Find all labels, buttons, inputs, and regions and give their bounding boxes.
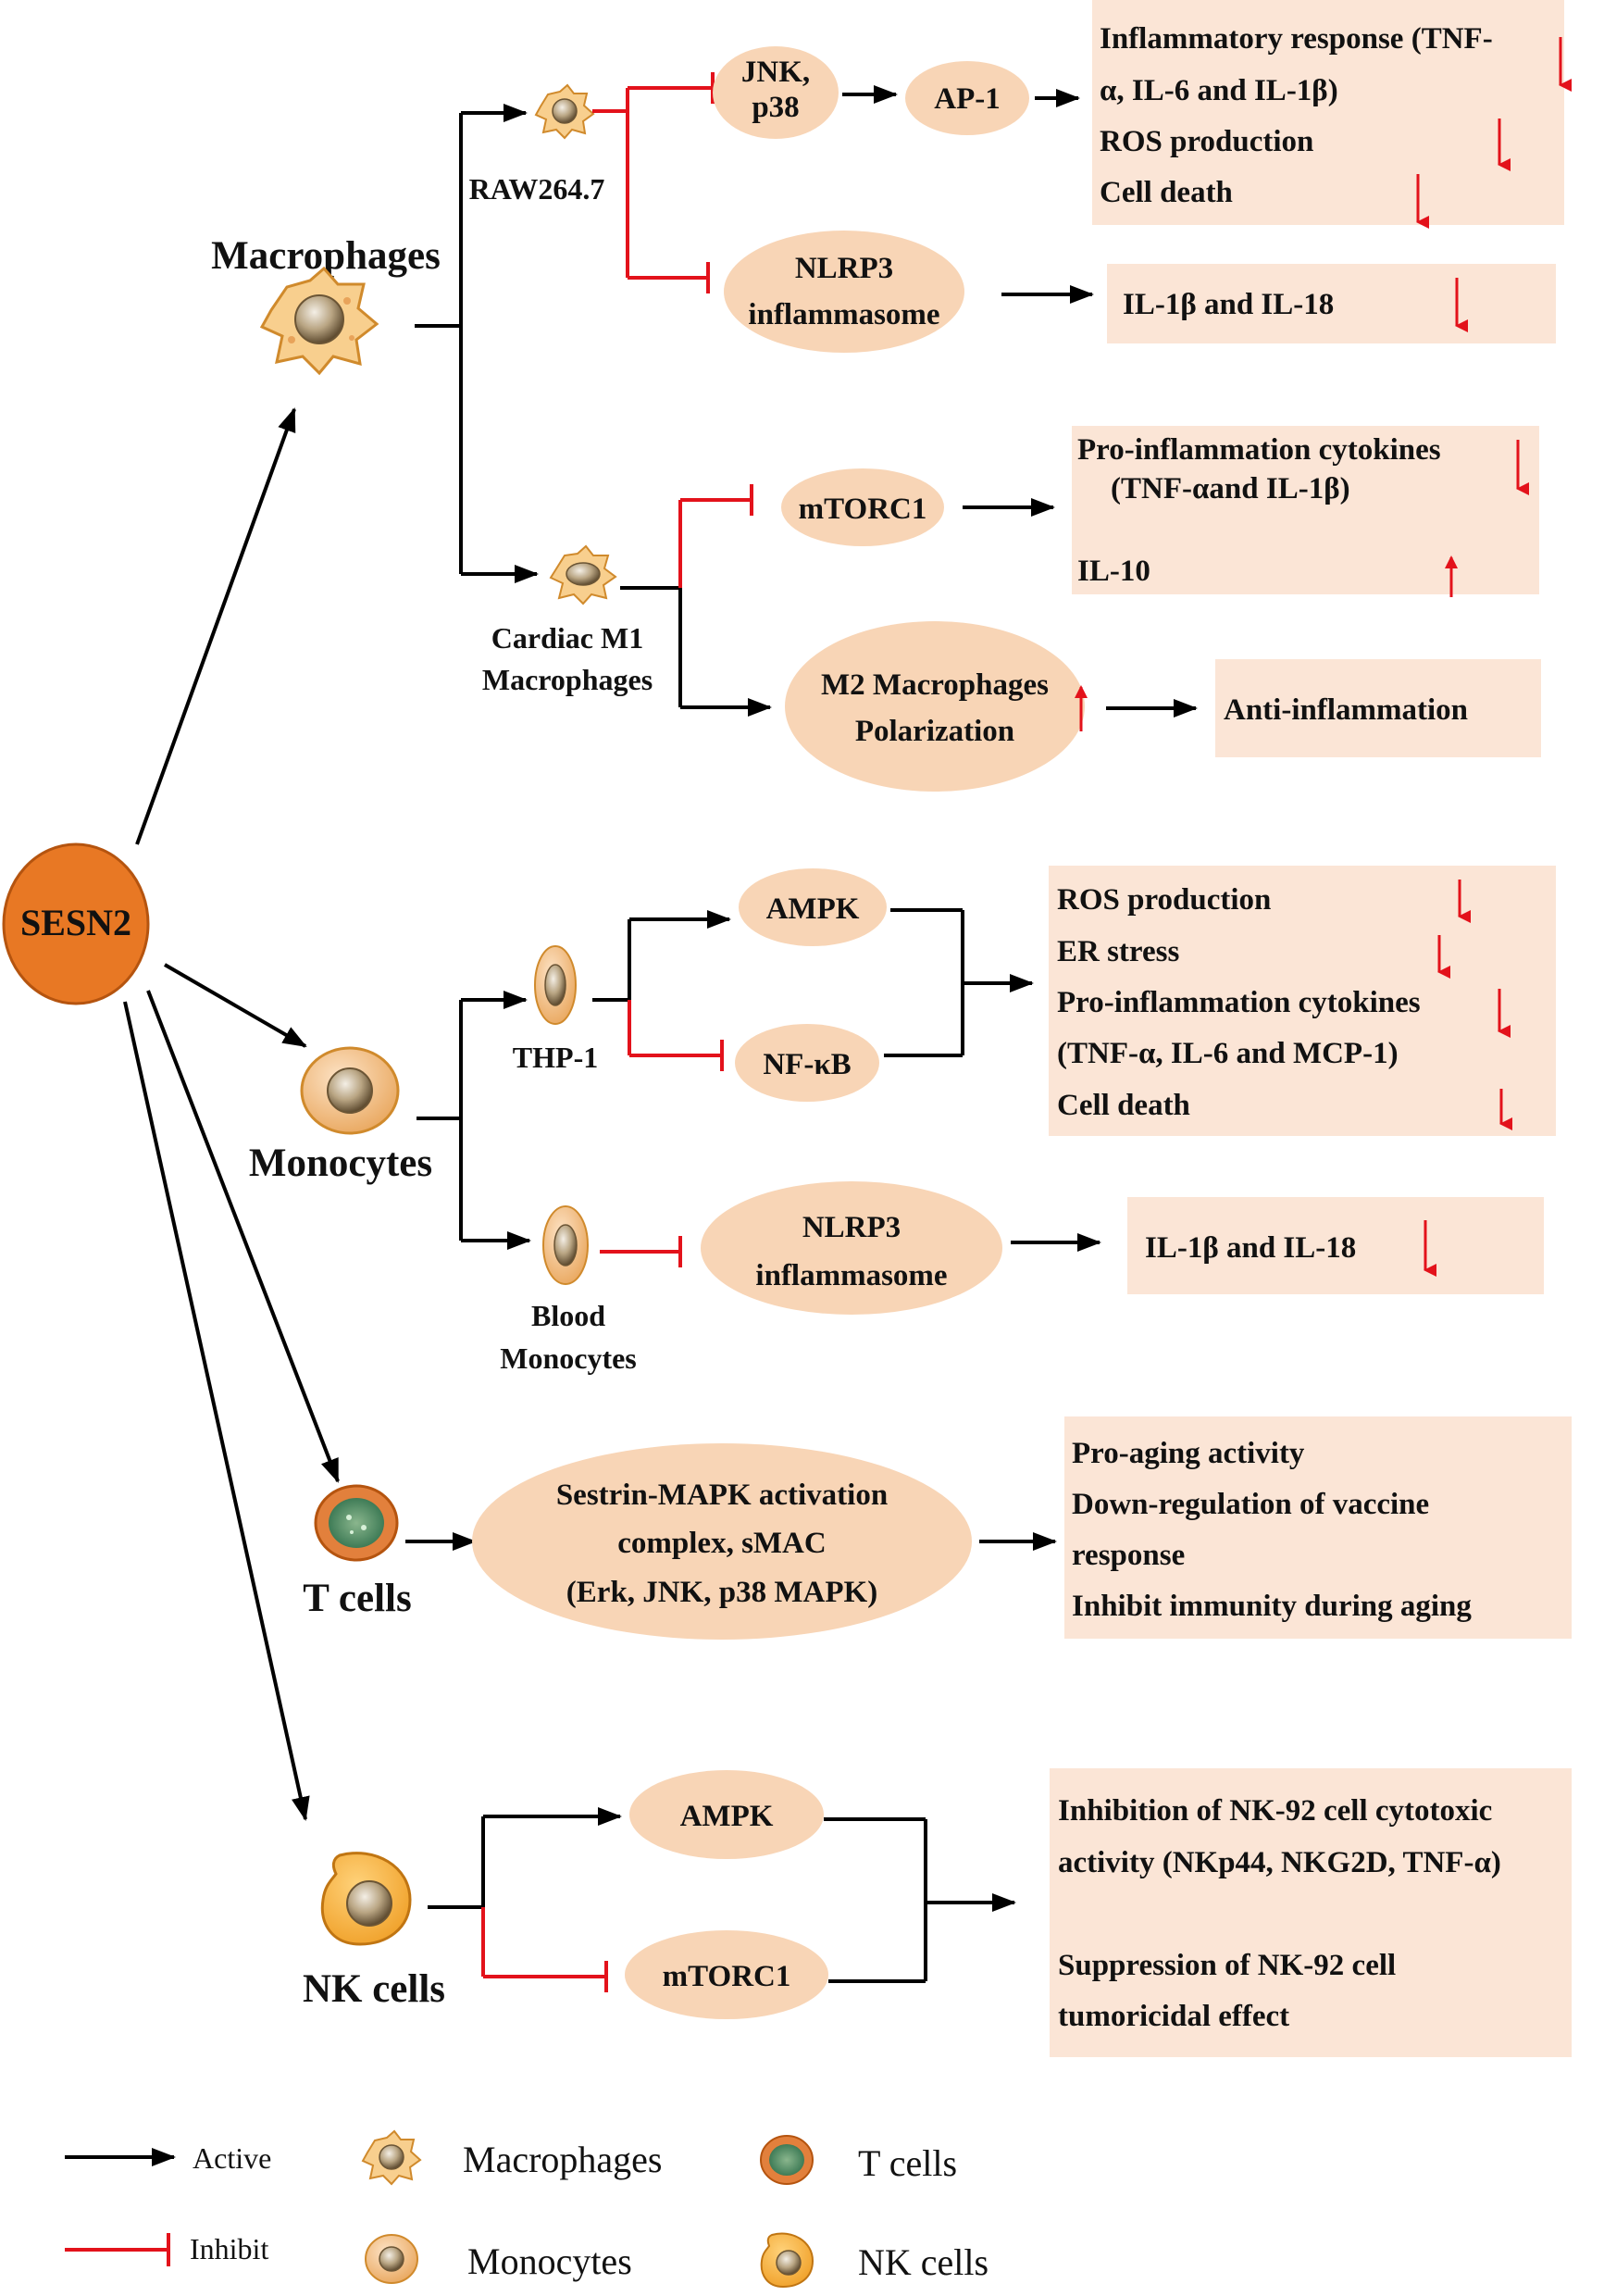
smac-node: [472, 1443, 972, 1640]
legend-nkcell-icon: [760, 2232, 814, 2289]
arrow-sesn2-macrophages: [135, 407, 296, 845]
thp-line-2: ER stress: [1057, 935, 1179, 968]
nk-outcomes-box: [1050, 1768, 1572, 2057]
proinflam-line-2: (TNF-αand IL-1β): [1111, 472, 1350, 505]
arrow-sesn2-monocytes: [163, 963, 307, 1048]
thp1-monocyte-icon: [534, 945, 577, 1025]
monocyte-cell-icon: [300, 1046, 400, 1135]
nk-line-1: Inhibition of NK-92 cell cytotoxic: [1058, 1794, 1492, 1828]
inflammatory-box: [1092, 0, 1564, 225]
tcell-line-1: Pro-aging activity: [1072, 1437, 1305, 1470]
raw-label: RAW264.7: [469, 172, 605, 206]
cardiac-macrophage-icon: [549, 544, 617, 605]
mtorc1-nk-node: [625, 1930, 828, 2019]
sesn2-node: [2, 842, 150, 1005]
tcells-label: T cells: [303, 1577, 411, 1620]
ampk-nk-label: AMPK: [680, 1800, 774, 1833]
legend: Active Inhibit Macrophages Monocytes T c…: [65, 2129, 989, 2289]
macrophage-cell-icon: [259, 266, 379, 376]
il1b-mono-label: IL-1β and IL-18: [1145, 1231, 1356, 1265]
mtorc1-mac-label: mTORC1: [799, 493, 927, 526]
jnk-label-1: JNK,: [741, 56, 810, 89]
nfkb-label: NF-κB: [763, 1048, 851, 1081]
nk-line-2: activity (NKp44, NKG2D, TNF-α): [1058, 1846, 1501, 1879]
proinflammation-box: [1072, 426, 1539, 594]
ampk-mono-label: AMPK: [766, 892, 860, 926]
nlrp3-mac-label-1: NLRP3: [795, 252, 893, 285]
legend-macrophage-icon: [361, 2129, 422, 2186]
anti-inflammation-box: [1215, 659, 1541, 757]
ampk-nk-node: [629, 1770, 824, 1859]
m2-label-1: M2 Macrophages: [821, 668, 1049, 702]
nlrp3-mac-label-2: inflammasome: [748, 298, 939, 331]
legend-monocytes-label: Monocytes: [467, 2240, 632, 2282]
jnk-p38-node: [713, 46, 839, 139]
mtorc1-macrophage-node: [781, 468, 944, 546]
thp1-label: THP-1: [513, 1041, 598, 1074]
blood-monocyte-icon: [542, 1205, 589, 1285]
thp-line-3: Pro-inflammation cytokines: [1057, 986, 1421, 1019]
nlrp3-monocyte-node: [701, 1181, 1002, 1315]
m2-label-2: Polarization: [855, 715, 1014, 748]
inflammatory-line-2: α, IL-6 and IL-1β): [1100, 74, 1338, 107]
inflammatory-line-1: Inflammatory response (TNF-: [1100, 22, 1493, 56]
il1b-mac-label: IL-1β and IL-18: [1123, 288, 1334, 321]
inflammatory-line-3: ROS production: [1100, 125, 1313, 158]
nk-line-3: Suppression of NK-92 cell: [1058, 1949, 1396, 1982]
thp-line-1: ROS production: [1057, 883, 1271, 917]
proinflam-line-1: Pro-inflammation cytokines: [1077, 433, 1441, 467]
raw-macrophage-icon: [534, 83, 595, 140]
up-arrow-icon: [1445, 555, 1458, 597]
legend-macrophages-label: Macrophages: [463, 2139, 662, 2180]
monocytes-label: Monocytes: [249, 1142, 432, 1185]
tcell-line-4: Inhibit immunity during aging: [1072, 1590, 1472, 1623]
mtorc1-nk-label: mTORC1: [663, 1960, 791, 1993]
legend-active-label: Active: [193, 2141, 271, 2175]
nkcell-icon: [320, 1852, 412, 1946]
legend-tcell-icon: [760, 2135, 814, 2185]
legend-inhibit-label: Inhibit: [190, 2232, 268, 2265]
up-arrow-icon: [1075, 685, 1088, 731]
inflammatory-line-4: Cell death: [1100, 176, 1233, 209]
anti-label: Anti-inflammation: [1224, 693, 1468, 727]
m2-polarization-node: [785, 621, 1085, 792]
tcell-line-3: response: [1072, 1539, 1185, 1572]
tcell-icon: [314, 1484, 399, 1562]
arrow-sesn2-tcells: [146, 990, 340, 1483]
tcell-line-2: Down-regulation of vaccine: [1072, 1488, 1429, 1521]
ap1-node: [905, 61, 1029, 135]
thp1-outcomes-box: [1049, 866, 1556, 1136]
legend-nkcells-label: NK cells: [858, 2241, 989, 2283]
jnk-label-2: p38: [752, 91, 799, 124]
il1b-macrophage-box: [1107, 264, 1556, 343]
smac-label-2: complex, sMAC: [617, 1527, 826, 1560]
il1b-monocyte-box: [1127, 1197, 1544, 1294]
legend-monocyte-icon: [365, 2234, 418, 2284]
nlrp3-macrophage-node: [724, 231, 964, 353]
ampk-monocyte-node: [739, 868, 887, 946]
blood-label-1: Blood: [531, 1299, 605, 1332]
nk-line-4: tumoricidal effect: [1058, 2000, 1289, 2033]
ap1-label: AP-1: [934, 82, 1000, 116]
nkcells-label: NK cells: [303, 1967, 445, 2011]
smac-label-3: (Erk, JNK, p38 MAPK): [566, 1576, 877, 1609]
smac-label-1: Sestrin-MAPK activation: [556, 1479, 888, 1512]
tcell-outcomes-box: [1064, 1416, 1572, 1639]
sesn2-label: SESN2: [20, 902, 131, 943]
cardiac-label-1: Cardiac M1: [491, 621, 643, 655]
arrow-sesn2-nkcells: [123, 1001, 310, 1821]
thp-line-4: (TNF-α, IL-6 and MCP-1): [1057, 1037, 1399, 1070]
thp-line-5: Cell death: [1057, 1089, 1190, 1122]
proinflam-line-3: IL-10: [1077, 555, 1150, 588]
cardiac-label-2: Macrophages: [482, 663, 653, 696]
nfkb-node: [735, 1024, 879, 1102]
blood-label-2: Monocytes: [500, 1341, 637, 1375]
nlrp3-mono-label-1: NLRP3: [802, 1211, 901, 1244]
nlrp3-mono-label-2: inflammasome: [755, 1259, 947, 1292]
legend-tcells-label: T cells: [858, 2142, 957, 2184]
